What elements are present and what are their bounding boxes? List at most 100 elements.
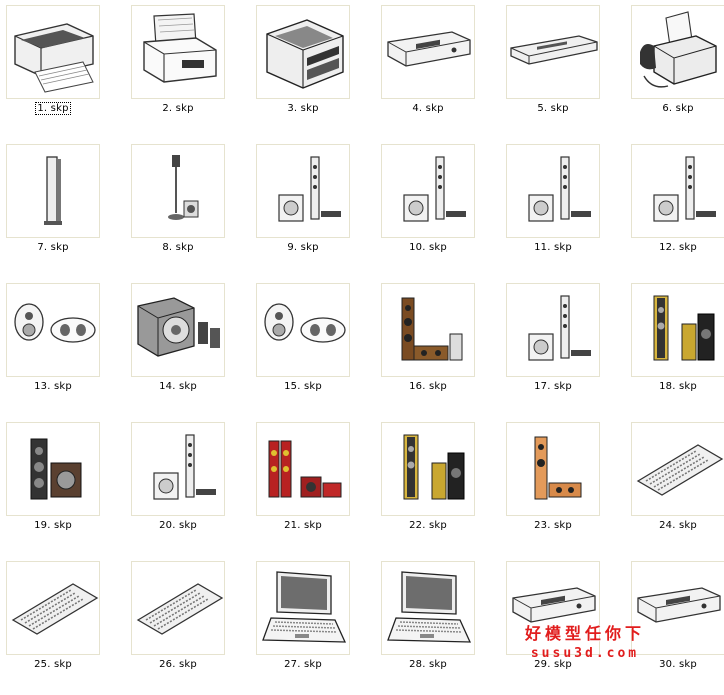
file-name[interactable]: 9. skp xyxy=(250,242,356,253)
file-thumbnail[interactable] xyxy=(381,422,475,516)
file-item[interactable]: 14. skp xyxy=(125,278,250,417)
gold-speakers-icon xyxy=(403,434,465,500)
file-item[interactable]: 19. skp xyxy=(0,417,125,556)
file-item[interactable]: 9. skp xyxy=(250,139,375,278)
file-name-text: 18. skp xyxy=(659,381,697,392)
file-thumbnail[interactable] xyxy=(381,5,475,99)
file-item[interactable]: 20. skp xyxy=(125,417,250,556)
file-thumbnail[interactable] xyxy=(256,144,350,238)
file-name[interactable]: 19. skp xyxy=(0,520,106,531)
file-name[interactable]: 23. skp xyxy=(500,520,606,531)
file-name[interactable]: 25. skp xyxy=(0,659,106,670)
file-item[interactable]: 22. skp xyxy=(375,417,500,556)
file-thumbnail[interactable] xyxy=(131,5,225,99)
dvd-player-icon xyxy=(387,31,471,67)
file-name-text: 24. skp xyxy=(659,520,697,531)
file-item[interactable]: 23. skp xyxy=(500,417,625,556)
file-thumbnail[interactable] xyxy=(131,283,225,377)
inkjet-printer-icon xyxy=(14,23,94,93)
file-name[interactable]: 22. skp xyxy=(375,520,481,531)
file-thumbnail[interactable] xyxy=(6,422,100,516)
file-name[interactable]: 18. skp xyxy=(625,381,724,392)
file-item[interactable]: 15. skp xyxy=(250,278,375,417)
file-name[interactable]: 3. skp xyxy=(250,103,356,114)
file-name[interactable]: 10. skp xyxy=(375,242,481,253)
file-name[interactable]: 24. skp xyxy=(625,520,724,531)
file-name[interactable]: 14. skp xyxy=(125,381,231,392)
file-name[interactable]: 11. skp xyxy=(500,242,606,253)
file-thumbnail[interactable] xyxy=(381,561,475,655)
file-thumbnail[interactable] xyxy=(506,283,600,377)
file-thumbnail[interactable] xyxy=(631,5,724,99)
file-name[interactable]: 4. skp xyxy=(375,103,481,114)
file-name[interactable]: 17. skp xyxy=(500,381,606,392)
file-name[interactable]: 13. skp xyxy=(0,381,106,392)
file-name[interactable]: 2. skp xyxy=(125,103,231,114)
file-item[interactable]: 1. skp xyxy=(0,0,125,139)
file-thumbnail[interactable] xyxy=(631,283,724,377)
file-name[interactable]: 12. skp xyxy=(625,242,724,253)
file-thumbnail[interactable] xyxy=(131,422,225,516)
file-thumbnail[interactable] xyxy=(6,5,100,99)
file-item[interactable]: 18. skp xyxy=(625,278,724,417)
file-name[interactable]: 7. skp xyxy=(0,242,106,253)
file-name-text: 12. skp xyxy=(659,242,697,253)
file-name[interactable]: 30. skp xyxy=(625,659,724,670)
file-thumbnail[interactable] xyxy=(6,283,100,377)
file-item[interactable]: 28. skp xyxy=(375,556,500,695)
file-item[interactable]: 27. skp xyxy=(250,556,375,695)
file-item[interactable]: 4. skp xyxy=(375,0,500,139)
file-thumbnail[interactable] xyxy=(506,422,600,516)
file-name[interactable]: 20. skp xyxy=(125,520,231,531)
file-item[interactable]: 13. skp xyxy=(0,278,125,417)
file-thumbnail[interactable] xyxy=(631,422,724,516)
file-thumbnail[interactable] xyxy=(506,144,600,238)
file-item[interactable]: 3. skp xyxy=(250,0,375,139)
file-item[interactable]: 24. skp xyxy=(625,417,724,556)
file-item[interactable]: 10. skp xyxy=(375,139,500,278)
file-item[interactable]: 8. skp xyxy=(125,139,250,278)
file-item[interactable]: 6. skp xyxy=(625,0,724,139)
file-thumbnail[interactable] xyxy=(6,144,100,238)
file-item[interactable]: 2. skp xyxy=(125,0,250,139)
file-item[interactable]: 26. skp xyxy=(125,556,250,695)
file-item[interactable]: 21. skp xyxy=(250,417,375,556)
file-name[interactable]: 6. skp xyxy=(625,103,724,114)
file-name[interactable]: 8. skp xyxy=(125,242,231,253)
file-name[interactable]: 29. skp xyxy=(500,659,606,670)
file-name[interactable]: 21. skp xyxy=(250,520,356,531)
file-thumbnail[interactable] xyxy=(256,5,350,99)
file-item[interactable]: 7. skp xyxy=(0,139,125,278)
watermark-url: susu3d.com xyxy=(530,646,640,661)
file-item[interactable]: 16. skp xyxy=(375,278,500,417)
file-thumbnail[interactable] xyxy=(631,144,724,238)
file-thumbnail[interactable] xyxy=(506,5,600,99)
file-item[interactable]: 29. skp xyxy=(500,556,625,695)
file-name[interactable]: 28. skp xyxy=(375,659,481,670)
file-thumbnail[interactable] xyxy=(631,561,724,655)
file-name[interactable]: 26. skp xyxy=(125,659,231,670)
file-item[interactable]: 12. skp xyxy=(625,139,724,278)
file-name[interactable]: 27. skp xyxy=(250,659,356,670)
file-name[interactable]: 16. skp xyxy=(375,381,481,392)
file-item[interactable]: 11. skp xyxy=(500,139,625,278)
file-thumbnail[interactable] xyxy=(381,283,475,377)
file-name[interactable]: 5. skp xyxy=(500,103,606,114)
file-thumbnail[interactable] xyxy=(6,561,100,655)
file-item[interactable]: 17. skp xyxy=(500,278,625,417)
file-thumbnail[interactable] xyxy=(506,561,600,655)
stand-speaker-icon xyxy=(168,155,199,220)
file-thumbnail[interactable] xyxy=(131,561,225,655)
dvd-player-icon xyxy=(637,587,721,623)
file-thumbnail[interactable] xyxy=(256,422,350,516)
file-item[interactable]: 25. skp xyxy=(0,556,125,695)
file-name[interactable]: 15. skp xyxy=(250,381,356,392)
file-name[interactable]: 1. skp xyxy=(0,102,106,115)
file-thumbnail[interactable] xyxy=(256,561,350,655)
file-thumbnail[interactable] xyxy=(256,283,350,377)
file-item[interactable]: 5. skp xyxy=(500,0,625,139)
orange-speakers-icon xyxy=(534,436,582,500)
file-thumbnail[interactable] xyxy=(131,144,225,238)
file-thumbnail[interactable] xyxy=(381,144,475,238)
file-item[interactable]: 30. skp xyxy=(625,556,724,695)
